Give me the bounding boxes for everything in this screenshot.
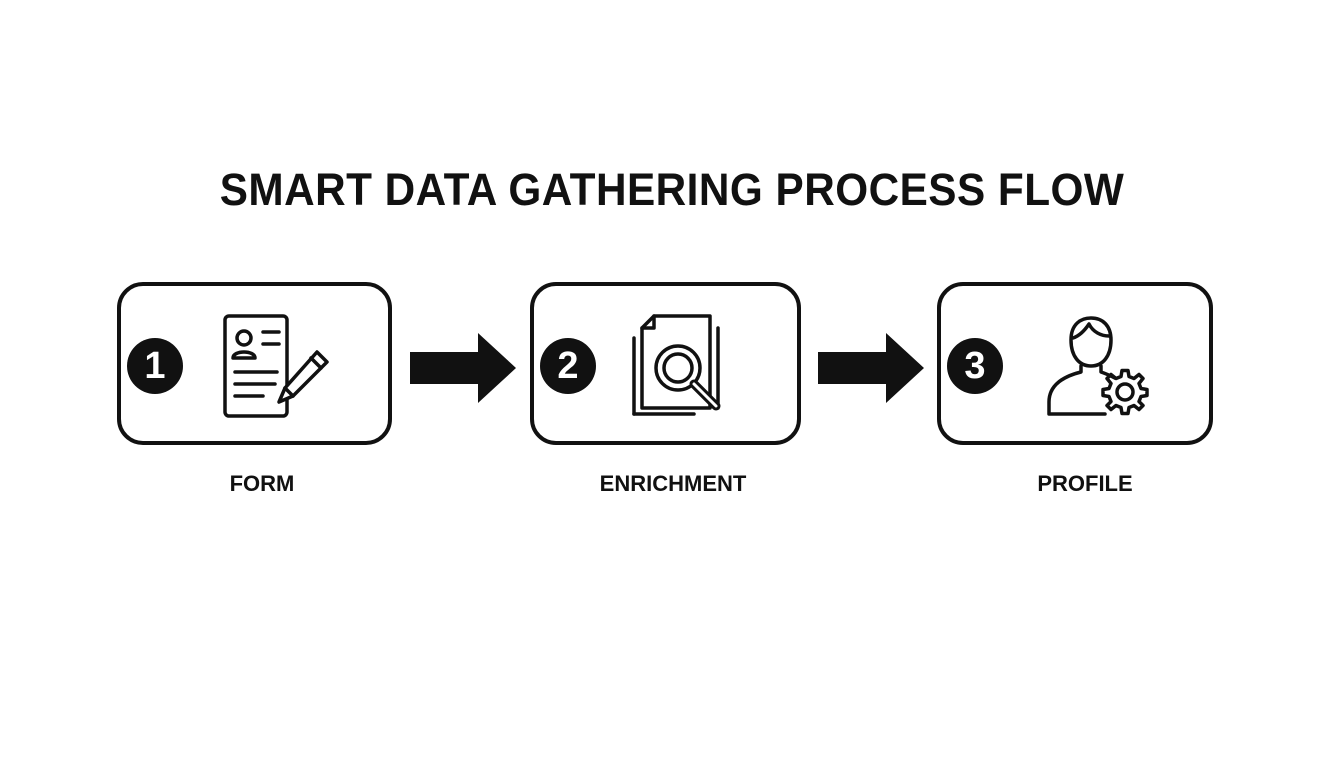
- document-search-icon: [632, 314, 721, 416]
- step-label-profile: PROFILE: [1037, 471, 1133, 496]
- step-label-form: FORM: [229, 471, 295, 496]
- diagram-title: SMART DATA GATHERING PROCESS FLOW: [219, 164, 1125, 215]
- arrow-right-icon: [818, 333, 924, 403]
- form-edit-icon: [223, 314, 329, 418]
- step-enrichment-box: 2: [530, 282, 801, 445]
- user-settings-icon: [1047, 316, 1149, 416]
- step-profile-box: 3: [937, 282, 1213, 445]
- step-number-badge-2: 2: [540, 338, 596, 394]
- step-number-badge-1: 1: [127, 338, 183, 394]
- step-form-box: 1: [117, 282, 392, 445]
- step-label-enrichment: ENRICHMENT: [599, 471, 747, 496]
- step-number-badge-3: 3: [947, 338, 1003, 394]
- arrow-right-icon: [410, 333, 516, 403]
